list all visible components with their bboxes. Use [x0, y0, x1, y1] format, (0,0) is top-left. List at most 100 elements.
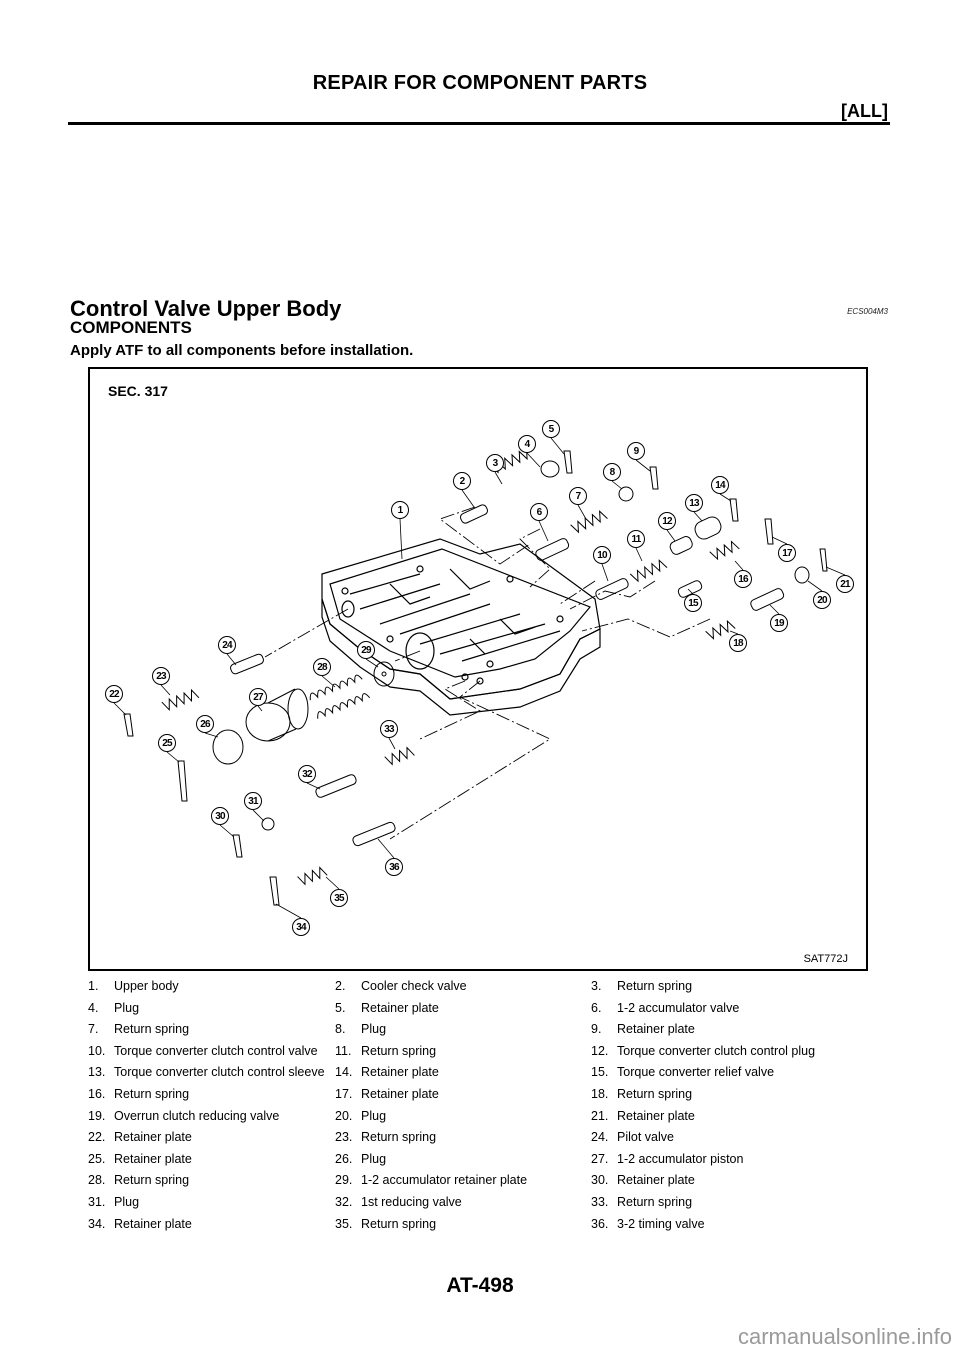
- callout-14: 14: [711, 476, 729, 494]
- legend-item-number: 21.: [591, 1108, 609, 1123]
- callout-19: 19: [770, 614, 788, 632]
- legend-item: 26.Plug: [335, 1152, 591, 1167]
- section-code: ECS004M3: [847, 307, 888, 316]
- callout-25: 25: [158, 734, 176, 752]
- legend-item: 23. Return spring: [335, 1130, 591, 1145]
- legend-item: 19.Overrun clutch reducing valve: [88, 1109, 335, 1124]
- legend-item-number: 36.: [591, 1216, 609, 1231]
- legend-item-label: Retainer plate: [114, 1216, 192, 1231]
- callout-17: 17: [778, 544, 796, 562]
- legend-item-label: Return spring: [114, 1022, 190, 1037]
- section-number-label: SEC. 317: [108, 383, 168, 399]
- callout-22: 22: [105, 685, 123, 703]
- header-divider: [68, 122, 890, 125]
- legend-item: 29.1-2 accumulator retainer plate: [335, 1173, 591, 1188]
- legend-item-number: 13.: [88, 1065, 106, 1080]
- legend-item: 30.Retainer plate: [591, 1173, 868, 1188]
- legend-item-number: 34.: [88, 1216, 106, 1231]
- callout-9: 9: [627, 442, 645, 460]
- legend-item-label: Torque converter clutch control plug: [617, 1043, 816, 1058]
- legend-item: 32.1st reducing valve: [335, 1195, 591, 1210]
- legend-item-number: 2.: [335, 979, 346, 993]
- legend-item-number: 12.: [591, 1043, 609, 1058]
- legend-item-label: 3-2 timing valve: [617, 1216, 705, 1231]
- legend-item: 14.Retainer plate: [335, 1065, 591, 1080]
- legend-item: 35. Return spring: [335, 1217, 591, 1232]
- legend-item-number: 24.: [591, 1130, 609, 1145]
- callout-18: 18: [729, 634, 747, 652]
- legend-item-label: Return spring: [114, 1173, 190, 1188]
- callout-24: 24: [218, 636, 236, 654]
- legend-item-label: 1st reducing valve: [361, 1194, 462, 1209]
- legend-item-label: Retainer plate: [617, 1173, 695, 1188]
- legend-item-label: Cooler check valve: [361, 979, 467, 993]
- legend-item: 8.Plug: [335, 1022, 591, 1037]
- page-number: AT-498: [446, 1274, 514, 1297]
- control-valve-drawing: [113, 437, 846, 919]
- legend-item-label: Retainer plate: [114, 1130, 192, 1145]
- legend-item: 1.Upper body: [88, 979, 335, 994]
- legend-item-label: Overrun clutch reducing valve: [114, 1108, 280, 1123]
- legend-item-number: 6.: [591, 1000, 602, 1015]
- legend-item-label: Retainer plate: [361, 1086, 439, 1101]
- legend-item-number: 23.: [335, 1130, 353, 1145]
- legend-item: 22. Retainer plate: [88, 1130, 335, 1145]
- callout-12: 12: [658, 512, 676, 530]
- callout-30: 30: [211, 807, 229, 825]
- section-title: Control Valve Upper Body: [70, 296, 342, 321]
- figure-code: SAT772J: [803, 953, 848, 965]
- legend-item-number: 3.: [591, 979, 602, 993]
- legend-item-label: Return spring: [617, 979, 693, 993]
- callout-10: 10: [593, 546, 611, 564]
- legend-item: 33.Return spring: [591, 1195, 868, 1210]
- callout-33: 33: [380, 720, 398, 738]
- legend-item-label: Retainer plate: [361, 1065, 439, 1080]
- legend-item-label: Upper body: [114, 979, 179, 993]
- legend-item: 3. Return spring: [591, 979, 868, 994]
- callout-6: 6: [530, 503, 548, 521]
- legend-item-label: 1-2 accumulator piston: [617, 1151, 744, 1166]
- callout-8: 8: [603, 463, 621, 481]
- legend-item-number: 20.: [335, 1108, 353, 1123]
- legend-item-label: Return spring: [617, 1086, 693, 1101]
- legend-item-label: 1-2 accumulator valve: [617, 1000, 740, 1015]
- upper-body-part: [321, 538, 601, 716]
- callout-23: 23: [152, 667, 170, 685]
- callout-21: 21: [836, 575, 854, 593]
- legend-item-number: 31.: [88, 1194, 106, 1209]
- legend-item: 27.1-2 accumulator piston: [591, 1152, 868, 1167]
- legend-item-number: 22.: [88, 1130, 106, 1145]
- legend-item-number: 8.: [335, 1022, 346, 1037]
- legend-item-number: 15.: [591, 1065, 609, 1080]
- legend-item-number: 35.: [335, 1216, 353, 1231]
- legend-item: 28. Return spring: [88, 1173, 335, 1188]
- legend-item: 9.Retainer plate: [591, 1022, 868, 1037]
- callout-16: 16: [734, 570, 752, 588]
- legend-item-label: Retainer plate: [114, 1151, 192, 1166]
- legend-item-label: Plug: [114, 1000, 140, 1015]
- legend-item-label: Return spring: [361, 1216, 437, 1231]
- callout-13: 13: [685, 494, 703, 512]
- legend-item-label: Return spring: [361, 1130, 437, 1145]
- legend-item-label: Plug: [361, 1108, 387, 1123]
- legend-item-number: 18.: [591, 1086, 609, 1101]
- legend-row: 13.Torque converter clutch control sleev…: [88, 1065, 868, 1080]
- legend-item-number: 28.: [88, 1173, 106, 1188]
- callout-7: 7: [569, 487, 587, 505]
- callout-5: 5: [542, 420, 560, 438]
- legend-item-label: 1-2 accumulator retainer plate: [361, 1173, 528, 1188]
- legend-item-number: 9.: [591, 1022, 602, 1037]
- legend-item: 10.Torque converter clutch control valve: [88, 1044, 335, 1059]
- legend-item-label: Return spring: [361, 1043, 437, 1058]
- callout-35: 35: [330, 889, 348, 907]
- watermark-link[interactable]: carmanualsonline.info: [737, 1324, 952, 1349]
- legend-item: 21.Retainer plate: [591, 1109, 868, 1124]
- legend-item: 16.Return spring: [88, 1087, 335, 1102]
